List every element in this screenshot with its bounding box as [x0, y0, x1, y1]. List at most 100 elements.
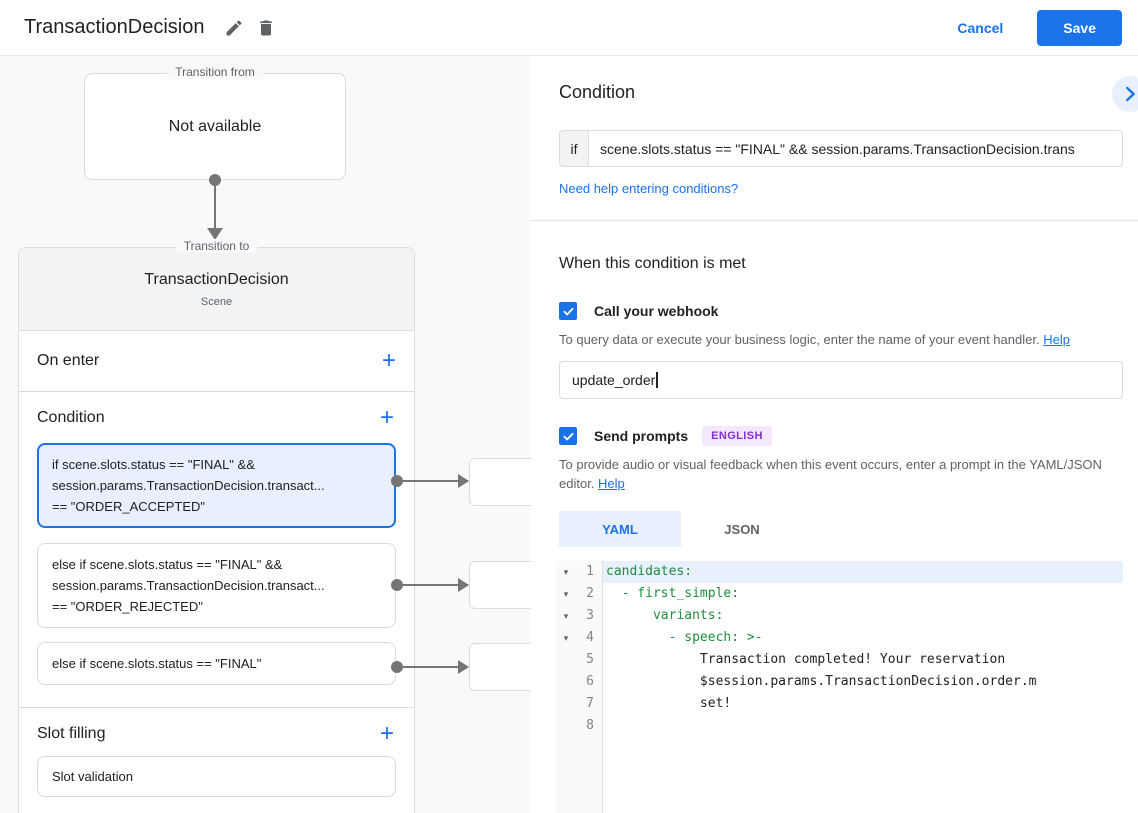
- transition-target-node[interactable]: [469, 643, 531, 691]
- code-text[interactable]: set!: [606, 696, 732, 711]
- page-title: TransactionDecision: [24, 16, 205, 38]
- connector-line: [403, 584, 458, 586]
- if-prefix: if: [559, 130, 588, 167]
- webhook-handler-input[interactable]: update_order: [559, 361, 1123, 399]
- editor-line[interactable]: ▾ 1 candidates:: [556, 561, 1123, 583]
- chevron-right-icon: [1126, 86, 1135, 102]
- condition-header-section: Condition if scene.slots.status == "FINA…: [531, 56, 1138, 221]
- code-text[interactable]: candidates:: [603, 561, 1123, 583]
- send-prompts-checkbox[interactable]: [559, 427, 577, 445]
- editor-line[interactable]: 7 set!: [556, 693, 1123, 715]
- condition-help-link[interactable]: Need help entering conditions?: [559, 181, 739, 196]
- editor-line[interactable]: 6 $session.params.TransactionDecision.or…: [556, 671, 1123, 693]
- line-number: 6: [576, 671, 603, 693]
- tab-yaml[interactable]: YAML: [559, 511, 681, 547]
- top-bar: TransactionDecision Cancel Save: [0, 0, 1138, 56]
- line-number: 8: [576, 715, 603, 737]
- collapse-panel-button[interactable]: [1112, 76, 1138, 112]
- code-text[interactable]: variants:: [606, 608, 724, 623]
- line-number: 4: [576, 627, 603, 649]
- editor-line[interactable]: ▾ 2 - first_simple:: [556, 583, 1123, 605]
- transition-target-node[interactable]: [469, 458, 531, 506]
- fold-arrow-icon[interactable]: [556, 671, 576, 693]
- webhook-help-link[interactable]: Help: [1043, 332, 1070, 347]
- when-met-section: When this condition is met Call your web…: [531, 221, 1138, 813]
- fold-arrow-icon[interactable]: [556, 649, 576, 671]
- check-icon: [563, 432, 573, 440]
- tab-json[interactable]: JSON: [681, 511, 803, 547]
- transition-target-node[interactable]: [469, 561, 531, 609]
- fold-arrow-icon[interactable]: ▾: [556, 583, 576, 605]
- editor-line[interactable]: ▾ 4 - speech: >-: [556, 627, 1123, 649]
- line-number: 5: [576, 649, 603, 671]
- code-text[interactable]: - speech: >-: [606, 630, 763, 645]
- add-condition-button[interactable]: +: [379, 404, 394, 431]
- text-caret: [656, 372, 658, 388]
- send-prompts-label: Send prompts: [594, 428, 689, 444]
- add-on-enter-button[interactable]: +: [381, 347, 396, 374]
- condition-card[interactable]: else if scene.slots.status == "FINAL": [37, 642, 396, 685]
- code-text[interactable]: Transaction completed! Your reservation: [606, 652, 1006, 667]
- editor-format-tabs: YAML JSON: [559, 511, 1123, 547]
- connector-line: [214, 184, 216, 228]
- scene-node-title: TransactionDecision: [144, 270, 289, 288]
- webhook-checkbox[interactable]: [559, 302, 577, 320]
- fold-arrow-icon[interactable]: ▾: [556, 627, 576, 649]
- delete-scene-button[interactable]: [250, 12, 282, 44]
- line-number: 7: [576, 693, 603, 715]
- condition-section: Condition + if scene.slots.status == "FI…: [19, 392, 414, 708]
- line-number: 1: [576, 561, 603, 583]
- scene-node-subtitle: Scene: [200, 295, 233, 308]
- language-badge: ENGLISH: [702, 426, 772, 446]
- panel-condition-title: Condition: [559, 82, 636, 102]
- editor-line[interactable]: 5 Transaction completed! Your reservatio…: [556, 649, 1123, 671]
- connector-dot: [391, 579, 403, 591]
- code-text[interactable]: - first_simple:: [606, 586, 740, 601]
- condition-expression-input[interactable]: scene.slots.status == "FINAL" && session…: [588, 130, 1123, 167]
- trash-icon: [260, 20, 273, 35]
- arrow-right-icon: [458, 578, 469, 592]
- editor-filler-row: [556, 737, 1123, 813]
- webhook-label: Call your webhook: [594, 303, 719, 319]
- editor-line[interactable]: ▾ 3 variants:: [556, 605, 1123, 627]
- editor-line[interactable]: 8: [556, 715, 1123, 737]
- line-number: 3: [576, 605, 603, 627]
- condition-card[interactable]: if scene.slots.status == "FINAL" && sess…: [37, 443, 396, 528]
- fold-arrow-icon[interactable]: ▾: [556, 561, 576, 583]
- condition-section-label: Condition: [37, 409, 105, 426]
- cancel-button[interactable]: Cancel: [957, 19, 1004, 36]
- connector-dot: [391, 475, 403, 487]
- condition-editor-panel: Condition if scene.slots.status == "FINA…: [531, 56, 1138, 813]
- transition-from-content: Not available: [168, 117, 262, 135]
- condition-card[interactable]: else if scene.slots.status == "FINAL" &&…: [37, 543, 396, 628]
- code-text[interactable]: $session.params.TransactionDecision.orde…: [606, 674, 1037, 689]
- edit-scene-button[interactable]: [218, 12, 250, 44]
- on-enter-row: On enter +: [19, 331, 414, 392]
- transition-to-box: Transition to TransactionDecision Scene …: [18, 239, 415, 813]
- add-slot-button[interactable]: +: [379, 720, 394, 747]
- prompts-help-link[interactable]: Help: [598, 476, 625, 491]
- slot-validation-card[interactable]: Slot validation: [37, 756, 396, 797]
- connector-dot: [391, 661, 403, 673]
- fold-arrow-icon[interactable]: [556, 715, 576, 737]
- scene-node-header[interactable]: TransactionDecision Scene: [19, 248, 414, 331]
- transition-from-legend: Transition from: [167, 65, 263, 79]
- arrow-right-icon: [458, 474, 469, 488]
- save-button[interactable]: Save: [1037, 9, 1122, 46]
- line-number: 2: [576, 583, 603, 605]
- transition-to-legend: Transition to: [175, 239, 258, 253]
- slot-filling-section: Slot filling + Slot validation: [19, 708, 414, 813]
- check-icon: [563, 307, 573, 315]
- code-editor[interactable]: ▾ 1 candidates: ▾ 2 - first_simple: ▾ 3 …: [556, 561, 1123, 813]
- prompts-description: To provide audio or visual feedback when…: [559, 457, 1102, 491]
- fold-arrow-icon[interactable]: ▾: [556, 605, 576, 627]
- connector-line: [403, 666, 458, 668]
- when-met-title: When this condition is met: [559, 255, 746, 272]
- code-editor-lines: ▾ 1 candidates: ▾ 2 - first_simple: ▾ 3 …: [556, 561, 1123, 737]
- slot-filling-label: Slot filling: [37, 725, 106, 742]
- connector-line: [403, 480, 458, 482]
- transition-from-box: Transition from Not available: [84, 65, 346, 180]
- fold-arrow-icon[interactable]: [556, 693, 576, 715]
- code-text[interactable]: [603, 715, 1123, 737]
- on-enter-label: On enter: [37, 352, 100, 369]
